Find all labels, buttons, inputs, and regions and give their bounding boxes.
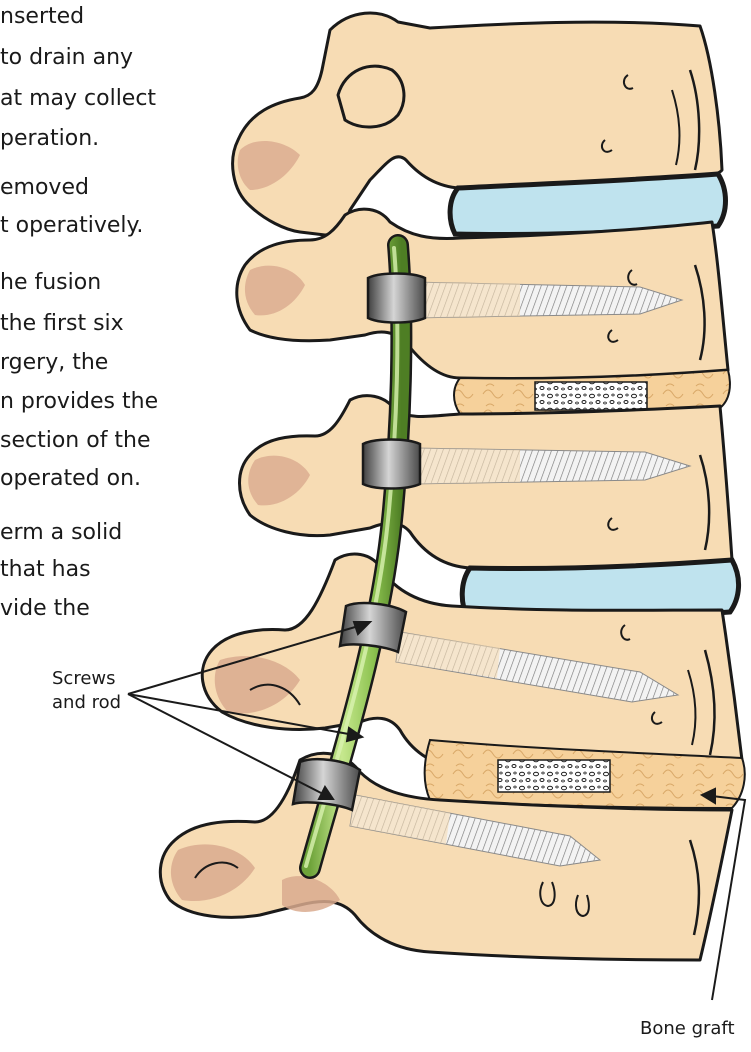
screws-and-rod-label-line1: Screws	[52, 668, 116, 690]
pedicle-screw-1	[410, 282, 682, 318]
pedicle-screw-2	[410, 448, 690, 484]
screws-and-rod-label-line2: and rod	[52, 692, 121, 714]
screw-head-1	[368, 274, 425, 323]
bone-graft-label: Bone graft	[640, 1018, 735, 1040]
screw-head-2	[363, 440, 420, 489]
